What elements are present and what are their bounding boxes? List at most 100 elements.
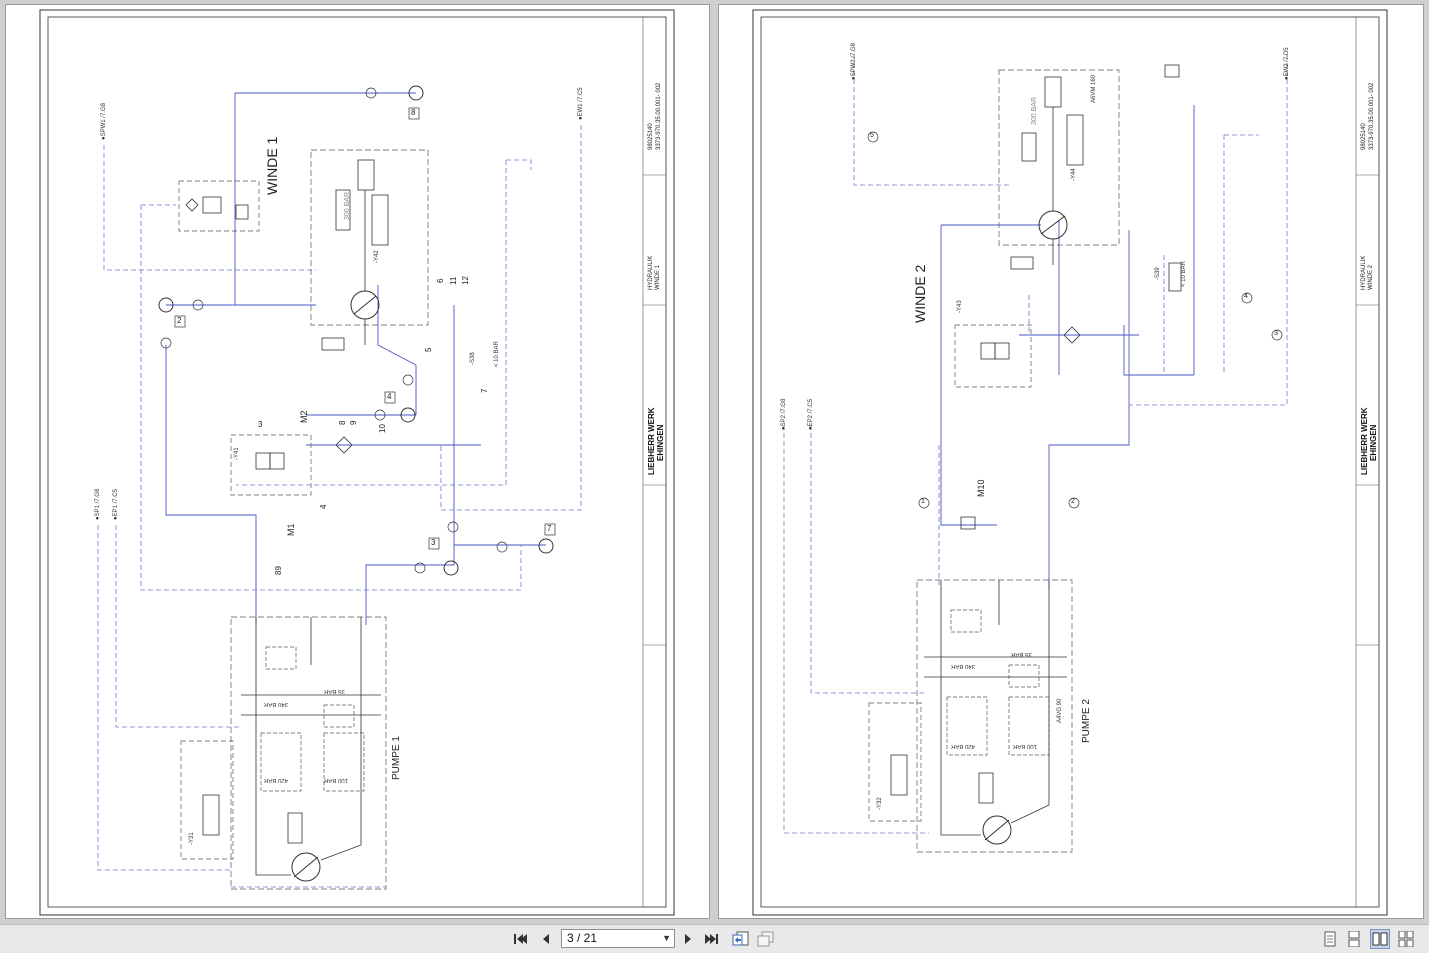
- company-line-2: EHINGEN: [656, 424, 665, 461]
- label-35bar-2: 35 BAR: [1011, 651, 1032, 657]
- label-s39: -S39: [1155, 267, 1161, 280]
- document-viewer: WINDE 1 PUMPE 1 ●SPW1 /7.G8 ●EW1 /7.C5 ●…: [5, 4, 1424, 919]
- num-9: 9: [349, 420, 358, 425]
- continuous-icon: [1348, 931, 1360, 947]
- first-page-icon: [514, 934, 527, 944]
- ref-ew2: ●EW2 /7.D5: [1284, 47, 1290, 80]
- section-name-2: HYDRAULIK WINDE 2: [1361, 256, 1375, 290]
- section-line-1: HYDRAULIK: [1361, 255, 1367, 290]
- circle-num-3: 3: [1274, 330, 1278, 337]
- label-s38: -S38: [470, 352, 476, 365]
- view-single-page[interactable]: [1320, 929, 1340, 949]
- circle-num-1: 1: [921, 498, 925, 505]
- motor-type: A6VM 160: [1091, 74, 1097, 103]
- num-11: 11: [449, 276, 458, 285]
- label-300bar: 300 BAR: [344, 191, 351, 220]
- last-page-icon: [705, 934, 718, 944]
- label-y41: -Y41: [234, 447, 240, 460]
- ref-ep2: ●EP2 /7.C5: [808, 399, 814, 430]
- section-line-1: HYDRAULIK: [648, 255, 654, 290]
- ref-sp2: ●SP2 /7.G8: [781, 398, 787, 430]
- ref-spw2: ●SPW2 /7.G8: [851, 43, 857, 80]
- prev-page-button[interactable]: [536, 929, 556, 949]
- num-4b: 4: [319, 504, 328, 509]
- label-m10: M10: [976, 479, 986, 497]
- company-name-2: LIEBHERR WERK EHINGEN: [1360, 407, 1378, 475]
- label-100bar: 100 BAR: [324, 777, 349, 783]
- circle-num-5: 5: [870, 132, 874, 139]
- view-two-page-continuous[interactable]: [1396, 929, 1416, 949]
- first-page-button[interactable]: [510, 929, 530, 949]
- schematic-right: [752, 9, 1388, 916]
- num-4: 4: [387, 392, 392, 401]
- page-indicator: 3 / 21: [567, 931, 598, 945]
- fit-button[interactable]: [756, 929, 776, 949]
- doc-number: 98025140: [648, 123, 654, 150]
- view-continuous[interactable]: [1344, 929, 1364, 949]
- num-5: 5: [424, 347, 433, 352]
- label-m2: M2: [299, 410, 309, 423]
- num-12: 12: [461, 276, 470, 285]
- company-line-2: EHINGEN: [1369, 424, 1378, 461]
- num-10: 10: [378, 424, 387, 433]
- winde-title: WINDE 1: [264, 136, 280, 195]
- last-page-button[interactable]: [702, 929, 722, 949]
- pump-type: A4VG 90: [1057, 698, 1063, 723]
- ref-ep: ●EP1 /7.C5: [113, 489, 119, 520]
- label-420bar-2: 420 BAR: [951, 743, 976, 749]
- pump-label: PUMPE 1: [391, 736, 402, 780]
- doc-number-2: 98025140: [1361, 123, 1367, 150]
- next-page-icon: [685, 934, 691, 944]
- company-name: LIEBHERR WERK EHINGEN: [647, 407, 665, 475]
- label-y31: -Y31: [189, 832, 195, 845]
- prev-page-icon: [543, 934, 549, 944]
- single-page-icon: [1324, 931, 1336, 947]
- label-35bar: 35 BAR: [324, 688, 345, 694]
- label-y32: -Y32: [877, 797, 883, 810]
- label-100bar-2: 100 BAR: [1013, 743, 1038, 749]
- page-selector[interactable]: 3 / 21 ▼: [561, 929, 675, 948]
- circle-num-4: 4: [1244, 293, 1248, 300]
- label-lt10: < 10 BAR: [494, 341, 500, 367]
- company-line-1: LIEBHERR WERK: [647, 407, 656, 475]
- circle-num-2: 2: [1071, 498, 1075, 505]
- label-300bar-2: 300 BAR: [1031, 96, 1038, 125]
- num-3: 3: [431, 538, 436, 547]
- viewer-toolbar: 3 / 21 ▼: [0, 924, 1429, 953]
- num-89: 89: [274, 566, 283, 575]
- two-page-icon: [1372, 932, 1388, 946]
- pump-label-2: PUMPE 2: [1081, 699, 1092, 743]
- chevron-down-icon: ▼: [662, 933, 671, 943]
- page-right: WINDE 2 PUMPE 2 A4VG 90 A6VM 160 ●SPW2 /…: [718, 4, 1424, 919]
- ref-sp: ●SP1 /7.G8: [95, 488, 101, 520]
- section-line-2: WINDE 2: [1368, 264, 1374, 290]
- label-420bar: 420 BAR: [264, 777, 289, 783]
- num-7: 7: [547, 524, 552, 533]
- num-3b: 3: [258, 420, 263, 429]
- num-8b: 8: [338, 420, 347, 425]
- winde-title-2: WINDE 2: [912, 264, 928, 323]
- label-y42: -Y42: [374, 250, 380, 263]
- section-line-2: WINDE 1: [655, 264, 661, 290]
- schematic-left: [39, 9, 675, 916]
- drawing-number-2: 3373-970.35.00.001- 002: [1369, 82, 1375, 150]
- view-two-page[interactable]: [1370, 929, 1390, 949]
- ref-ew: ●EW1 /7.C5: [578, 87, 584, 120]
- rotate-button[interactable]: [731, 929, 751, 949]
- label-m1: M1: [286, 523, 296, 536]
- drawing-number: 3373-970.35.00.001- 002: [656, 82, 662, 150]
- next-page-button[interactable]: [678, 929, 698, 949]
- company-line-1: LIEBHERR WERK: [1360, 407, 1369, 475]
- label-lt10-2: < 10 BAR: [1181, 261, 1187, 287]
- label-340bar-2: 340 BAR: [951, 663, 976, 669]
- num-8: 8: [411, 108, 416, 117]
- num-2: 2: [177, 316, 182, 325]
- label-340bar: 340 BAR: [264, 701, 289, 707]
- two-page-continuous-icon: [1398, 931, 1414, 947]
- label-y43: -Y43: [957, 300, 963, 313]
- num-6: 6: [436, 278, 445, 283]
- section-name: HYDRAULIK WINDE 1: [648, 256, 662, 290]
- document-rotate-icon: [732, 931, 749, 946]
- num-7b: 7: [480, 388, 489, 393]
- label-y44: -Y44: [1071, 168, 1077, 181]
